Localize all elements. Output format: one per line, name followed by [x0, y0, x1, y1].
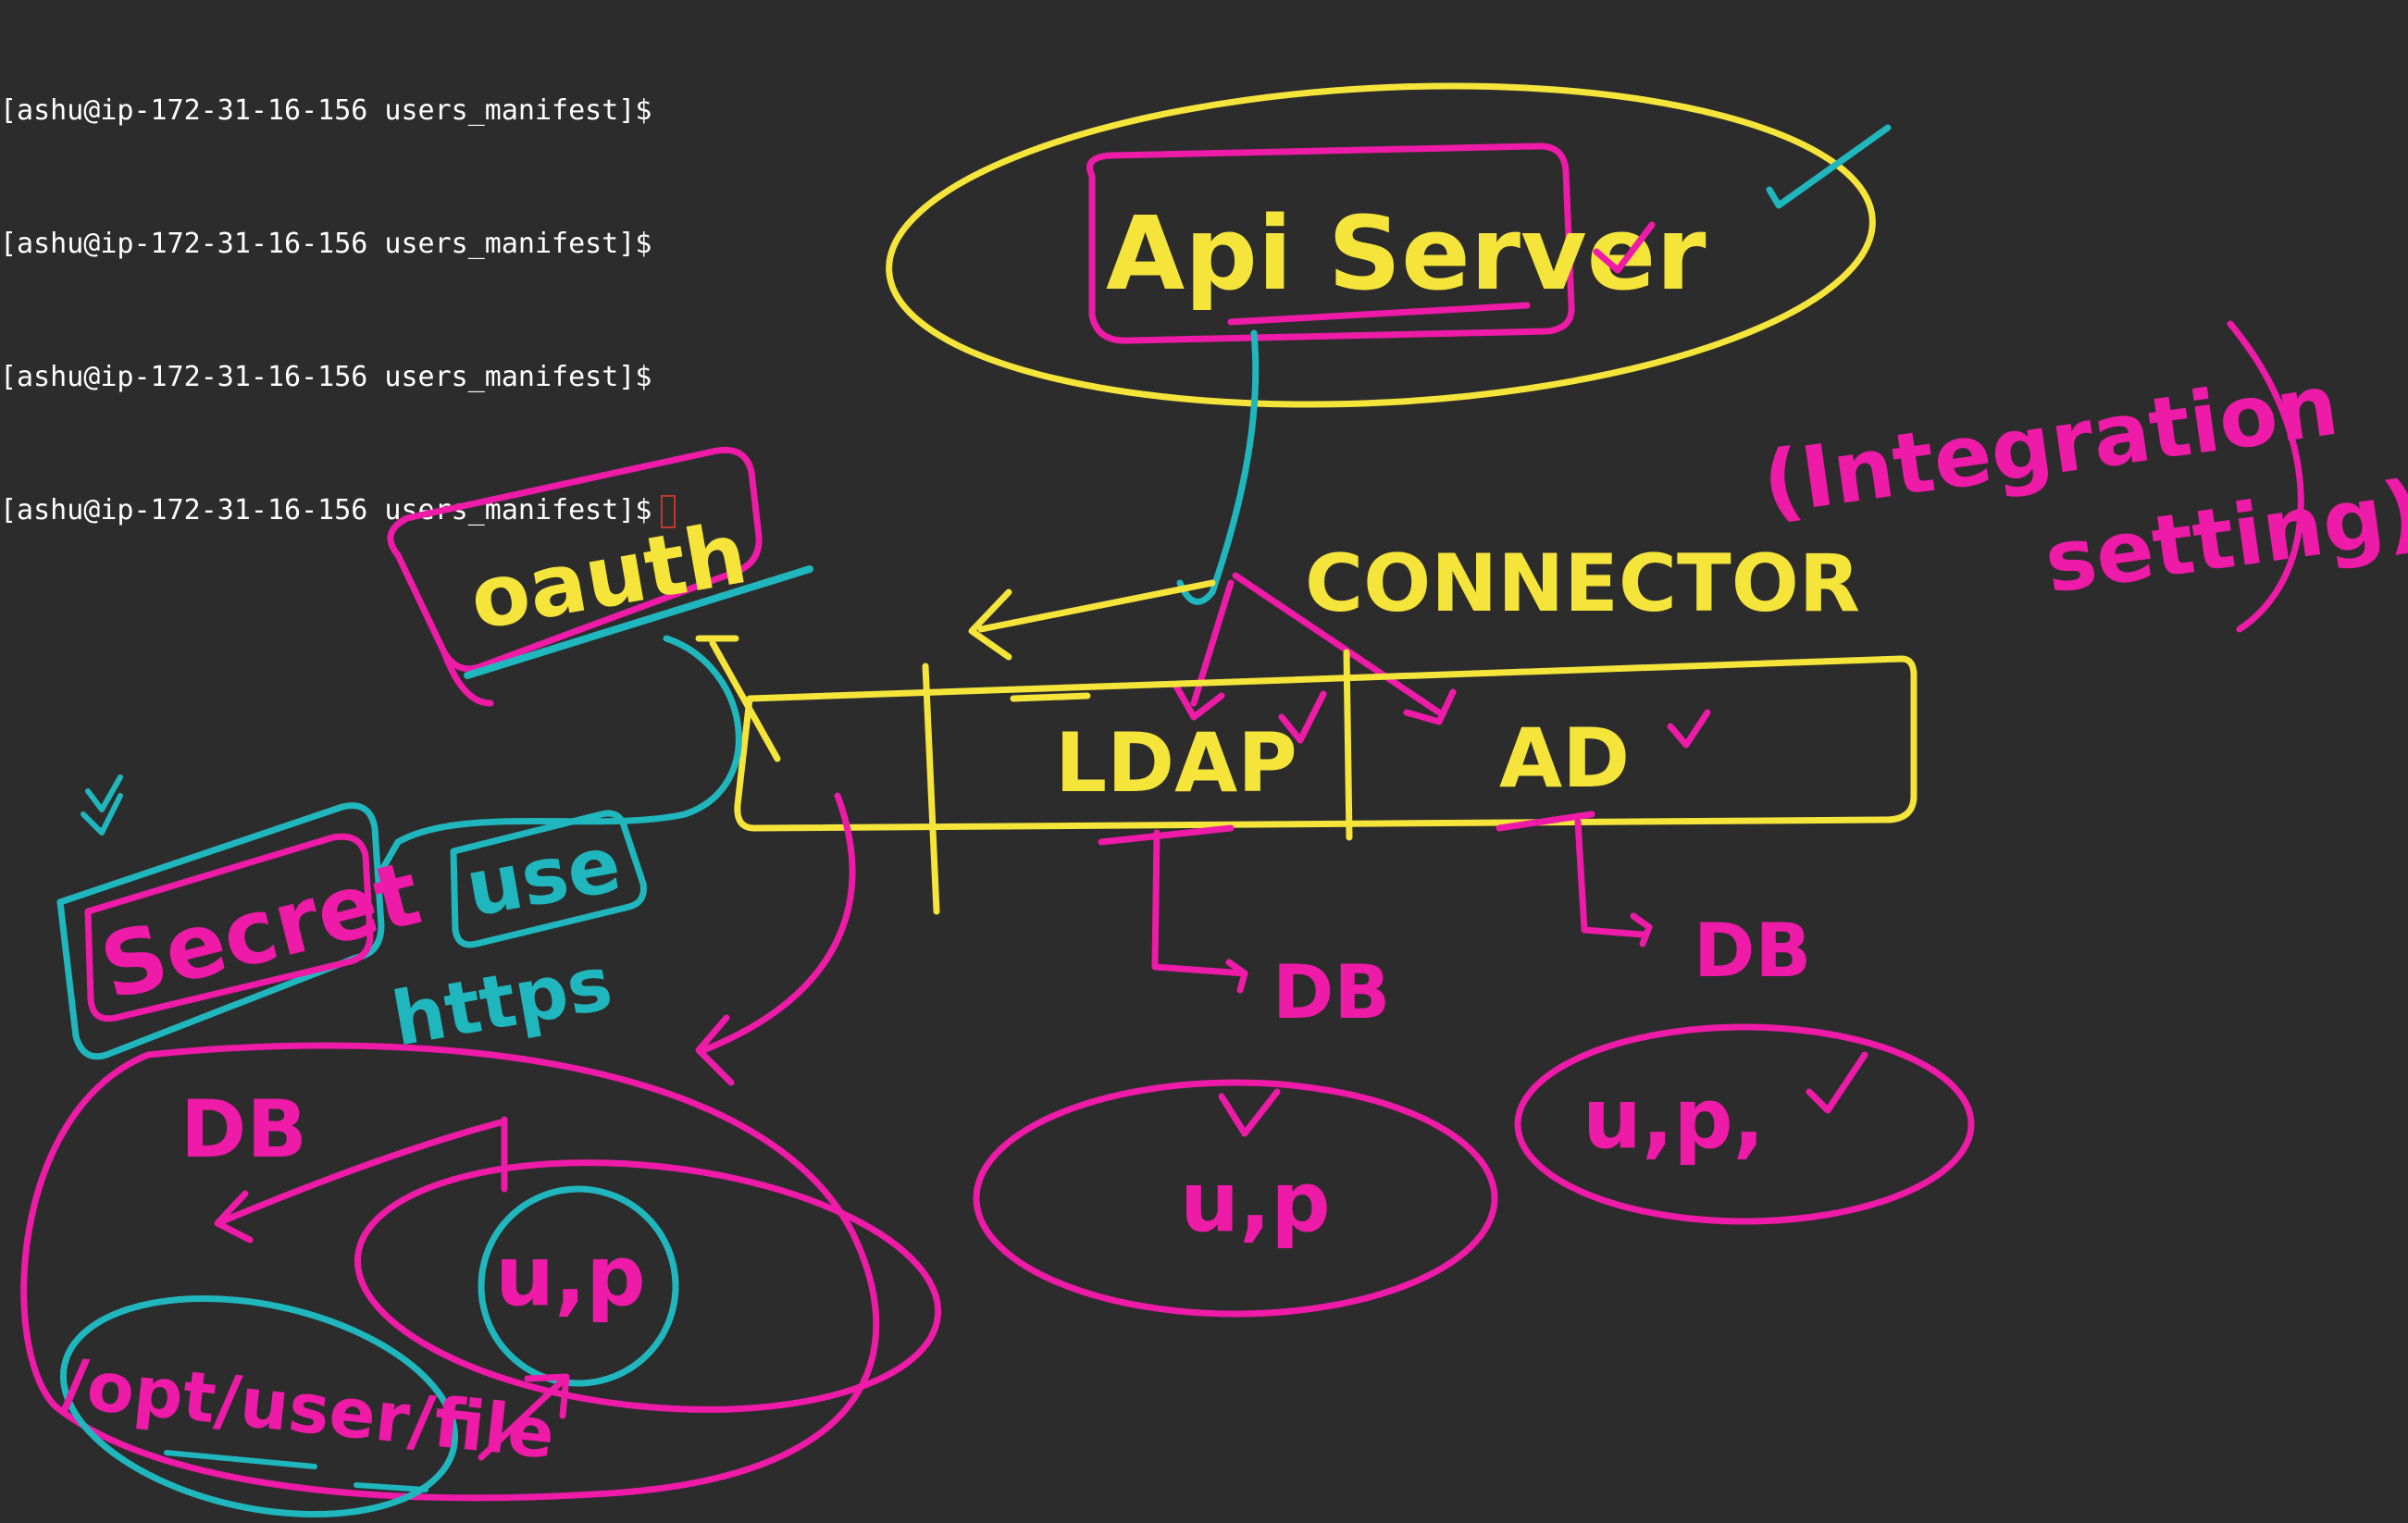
- ad-up-oval: [1514, 1023, 1975, 1225]
- ldap-up-oval: [973, 1079, 1498, 1318]
- secret-outer-box: [56, 802, 385, 1060]
- oauth-secret-curve: [376, 635, 742, 878]
- provider-top-tick: [1010, 692, 1091, 702]
- oauth-underline: [464, 565, 813, 679]
- check-mark: [1278, 690, 1327, 744]
- api-server-box: [1086, 142, 1575, 344]
- ad-db-connector: [1496, 811, 1653, 947]
- provider-db-arrow: [695, 792, 856, 1086]
- db-region: DB u,p /opt/user/file: [20, 1042, 942, 1518]
- provider-divider: [1343, 649, 1353, 841]
- check-mark: [1667, 709, 1711, 749]
- file-oval: [59, 1294, 459, 1518]
- oauth-label: oauth: [463, 503, 753, 650]
- terminal-line: [ashu@ip-172-31-16-156 users_manifest]$: [0, 89, 676, 133]
- check-mark: [1766, 124, 1892, 209]
- db-left-label: DB: [180, 1083, 307, 1176]
- api-server-underline: [1227, 302, 1531, 326]
- connector-label: CONNECTOR: [1305, 538, 1860, 630]
- check-mark: [1218, 1088, 1281, 1137]
- prompt-text: [ashu@ip-172-31-16-156 users_manifest]$: [0, 94, 652, 127]
- ad-label: AD: [1499, 711, 1630, 806]
- terminal-output: [ashu@ip-172-31-16-156 users_manifest]$ …: [0, 0, 676, 577]
- ldap-db-label: DB: [1272, 949, 1390, 1035]
- terminal-line: [ashu@ip-172-31-16-156 users_manifest]$: [0, 355, 676, 400]
- provider-divider: [922, 662, 940, 915]
- check-mark: [1593, 221, 1656, 274]
- secret-group: Secret: [56, 774, 430, 1060]
- db-outer-blob: [20, 1042, 880, 1502]
- ad-db-label: DB: [1694, 908, 1811, 994]
- ldap-db-connector: [1098, 824, 1248, 994]
- oauth-arrowhead: [695, 635, 781, 762]
- db-inner-arrow: [214, 1116, 508, 1244]
- up-inner-label: u,p: [495, 1228, 646, 1325]
- api-connector-line: [1176, 329, 1260, 605]
- api-server-oval: [886, 82, 1876, 408]
- provider-bar-outline: [734, 655, 1918, 832]
- secret-inner-box: [84, 833, 374, 1022]
- provider-bar: LDAP AD: [734, 649, 1918, 915]
- connector-left-arrow: [968, 579, 1216, 661]
- https-label: https: [386, 940, 618, 1063]
- ldap-label: LDAP: [1055, 715, 1297, 811]
- check-mark: [1806, 1051, 1868, 1114]
- terminal-cursor[interactable]: [661, 494, 676, 528]
- terminal-line: [ashu@ip-172-31-16-156 users_manifest]$: [0, 222, 676, 266]
- use-box: [450, 810, 647, 948]
- ad-up-label: u,p,: [1583, 1071, 1765, 1168]
- check-mark: [81, 774, 123, 836]
- file-underline: [164, 1450, 428, 1492]
- db-inner-oval: [354, 1159, 942, 1413]
- prompt-text: [ashu@ip-172-31-16-156 users_manifest]$: [0, 361, 652, 393]
- oauth-group: oauth: [387, 446, 813, 707]
- ldap-up-label: u,p: [1180, 1154, 1331, 1251]
- file-to-up-arrow: [478, 1373, 570, 1461]
- oauth-box: [387, 446, 763, 707]
- up-inner-circle: [478, 1185, 679, 1387]
- use-label: use: [459, 818, 627, 934]
- connector-ad-arrow: [1232, 572, 1457, 725]
- prompt-text: [ashu@ip-172-31-16-156 users_manifest]$: [0, 228, 652, 260]
- api-server-label: Api Server: [1106, 194, 1707, 313]
- integration-bracket: [2227, 320, 2304, 633]
- api-server-group: Api Server: [886, 82, 1892, 408]
